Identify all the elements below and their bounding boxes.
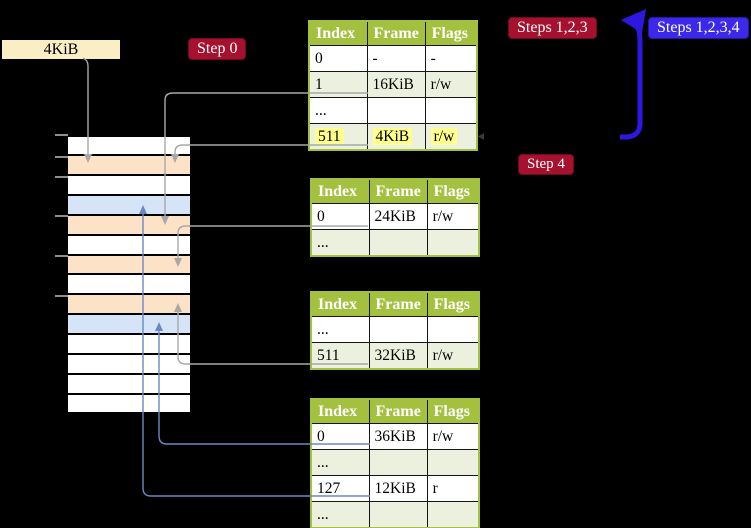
- memory-frame-row: [68, 335, 190, 353]
- table-cell: 0: [310, 423, 370, 450]
- table-cell: 36KiB: [368, 423, 428, 450]
- highlighted-value: 4KiB: [372, 127, 413, 145]
- memory-frame-row: [68, 275, 190, 294]
- table-cell: 511: [308, 123, 368, 151]
- table-cell: [368, 229, 428, 257]
- table-row: 511 4KiB r/w: [308, 123, 478, 151]
- column-header: Frame: [368, 398, 428, 424]
- column-header: Frame: [368, 178, 428, 204]
- table-cell: [368, 316, 428, 343]
- memory-frame-row: [68, 235, 190, 254]
- column-header: Index: [310, 178, 370, 204]
- table-cell: ...: [310, 316, 370, 343]
- table-cell: r/w: [426, 342, 480, 370]
- table-cell: 12KiB: [368, 475, 428, 502]
- table-cell: [368, 501, 428, 528]
- into-table-arrowhead: [478, 133, 484, 140]
- memory-frame-row: [68, 354, 190, 373]
- memory-frame-row: [68, 394, 190, 413]
- table-cell: 511: [310, 342, 370, 370]
- table-cell: [368, 449, 428, 476]
- table-cell: 32KiB: [368, 342, 428, 370]
- result-flow-arrow: [620, 23, 643, 140]
- table-cell: 16KiB: [366, 71, 426, 98]
- table-cell: -: [424, 45, 478, 72]
- memory-frame-row: [68, 295, 190, 314]
- table-cell: r: [426, 475, 480, 502]
- table-cell: [426, 449, 480, 476]
- table-cell: [426, 501, 480, 528]
- table-cell: ...: [310, 501, 370, 528]
- table-cell: 4KiB: [366, 123, 426, 151]
- table-row: ...: [310, 449, 480, 476]
- column-header: Flags: [426, 291, 480, 317]
- table-cell: 0: [308, 45, 368, 72]
- step4-badge: Step 4: [518, 154, 574, 176]
- table-cell: ...: [310, 229, 370, 257]
- column-header: Flags: [426, 398, 480, 424]
- address-tick: [55, 215, 68, 217]
- table-cell: r/w: [426, 423, 480, 450]
- table-cell: 1: [308, 71, 368, 98]
- table-row: ...: [310, 229, 480, 257]
- table-cell: [366, 97, 426, 124]
- column-header: Frame: [366, 20, 426, 46]
- column-header: Index: [310, 398, 370, 424]
- address-tick: [55, 156, 68, 158]
- highlighted-value: r/w: [430, 127, 458, 145]
- table-cell: 127: [310, 475, 370, 502]
- table-cell: r/w: [424, 123, 478, 151]
- result-flow-arrowhead: [621, 9, 646, 33]
- table-row: ...: [308, 97, 478, 124]
- table-row: ...: [310, 501, 480, 528]
- table-cell: 0: [310, 203, 370, 230]
- frame-size-label: 4KiB: [2, 40, 120, 59]
- table-cell: r/w: [426, 203, 480, 230]
- step0-badge: Step 0: [188, 38, 247, 61]
- highlighted-value: 511: [315, 127, 344, 145]
- table-cell: -: [366, 45, 426, 72]
- memory-frame-row: [68, 215, 190, 234]
- column-header: Frame: [368, 291, 428, 317]
- memory-frame-row: [68, 315, 190, 334]
- memory-frame-row: [68, 255, 190, 274]
- table-cell: r/w: [424, 71, 478, 98]
- address-tick: [55, 255, 68, 257]
- address-tick: [55, 176, 68, 178]
- column-header: Index: [310, 291, 370, 317]
- table-row: 0--: [308, 45, 478, 72]
- table-cell: [424, 97, 478, 124]
- address-tick: [55, 134, 68, 136]
- steps-1234-badge: Steps 1,2,3,4: [648, 17, 749, 40]
- table-cell: [426, 229, 480, 257]
- table-cell: 24KiB: [368, 203, 428, 230]
- column-header: Index: [308, 20, 368, 46]
- memory-frame-row: [68, 176, 190, 195]
- memory-frame-row: [68, 136, 190, 155]
- table-cell: [426, 316, 480, 343]
- table-row: ...: [310, 316, 480, 343]
- memory-frame-row: [68, 374, 190, 393]
- column-header: Flags: [426, 178, 480, 204]
- memory-frame-row: [68, 196, 190, 214]
- table-cell: ...: [310, 449, 370, 476]
- column-header: Flags: [424, 20, 478, 46]
- memory-frame-row: [68, 156, 190, 175]
- table-cell: ...: [308, 97, 368, 124]
- steps-123-badge: Steps 1,2,3: [508, 17, 597, 40]
- address-tick: [55, 295, 68, 297]
